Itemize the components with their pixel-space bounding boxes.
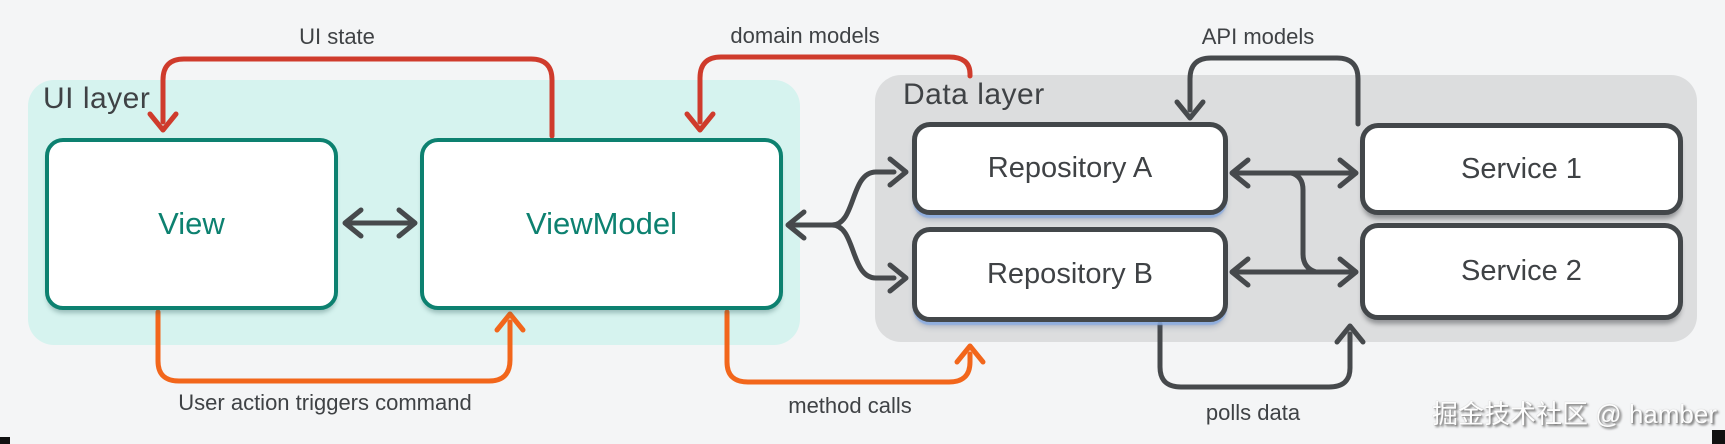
ui-layer-label: UI layer — [43, 82, 151, 115]
watermark: 掘金技术社区 @ hamber — [1432, 399, 1717, 429]
repository-b-label: Repository B — [986, 258, 1153, 290]
arrowhead-left-icon — [785, 209, 807, 241]
api-models-label: API models — [1201, 24, 1315, 49]
method-calls-arrow — [724, 309, 986, 385]
repository-a-box: Repository A — [912, 122, 1228, 215]
domain-models-arrow — [684, 54, 973, 133]
view-viewmodel-arrow — [342, 207, 418, 239]
view-box-label: View — [158, 206, 225, 241]
data-layer-label: Data layer — [903, 78, 1045, 111]
ui-state-label: UI state — [299, 24, 375, 49]
arrowhead-up-icon — [954, 343, 986, 365]
ui-state-arrow — [147, 56, 555, 139]
repository-b-box: Repository B — [912, 227, 1228, 322]
viewmodel-box-label: ViewModel — [525, 206, 678, 241]
service-1-label: Service 1 — [1461, 152, 1582, 185]
arrowhead-right-icon — [1337, 157, 1359, 189]
viewmodel-box: ViewModel — [420, 138, 783, 310]
arrowhead-right-icon — [396, 207, 418, 239]
arrowhead-left-icon — [342, 207, 364, 239]
bottom-right-artifact — [1712, 430, 1725, 444]
user-action-label: User action triggers command — [178, 390, 472, 415]
arrowhead-down-icon — [147, 111, 179, 133]
user-action-arrow — [155, 309, 526, 384]
arrowhead-up-icon — [494, 311, 526, 333]
arrowhead-down-icon — [1174, 99, 1206, 121]
polls-data-label: polls data — [1205, 400, 1301, 425]
bottom-left-artifact — [0, 437, 10, 444]
view-box: View — [45, 138, 338, 310]
method-calls-label: method calls — [788, 393, 912, 418]
domain-models-label: domain models — [730, 23, 880, 48]
arrowhead-right-icon — [1337, 256, 1359, 288]
arrowhead-right-icon — [887, 262, 909, 294]
service-2-box: Service 2 — [1360, 223, 1683, 320]
arrowhead-left-icon — [1229, 157, 1251, 189]
api-models-arrow — [1174, 55, 1361, 127]
arrowhead-up-icon — [1334, 323, 1366, 345]
polls-data-arrow — [1157, 321, 1366, 390]
repo-b-service-2-arrow — [1229, 256, 1359, 288]
arrowhead-down-icon — [684, 111, 716, 133]
repository-a-label: Repository A — [987, 152, 1153, 184]
arrowhead-left-icon — [1229, 256, 1251, 288]
cross-link-connector — [1288, 170, 1319, 275]
service-1-box: Service 1 — [1360, 123, 1683, 215]
viewmodel-repositories-fork-arrow — [785, 156, 909, 294]
arrowhead-right-icon — [887, 156, 909, 188]
service-2-label: Service 2 — [1461, 255, 1582, 287]
